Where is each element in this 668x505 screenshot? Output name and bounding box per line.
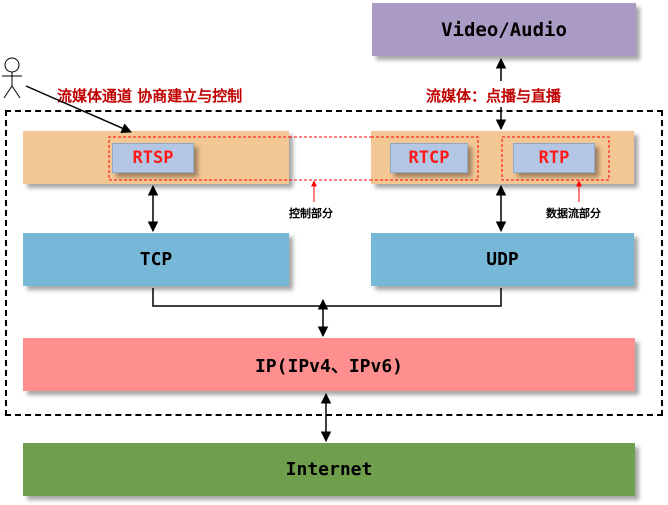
rtsp-box: RTSP: [112, 143, 194, 173]
tcp-label: TCP: [139, 249, 173, 270]
arrow-user-to-rtsp: [25, 85, 132, 134]
rtp-box: RTP: [513, 143, 595, 173]
internet-label: Internet: [285, 459, 373, 480]
ip-box: IP(IPv4、IPv6): [23, 338, 635, 391]
rtcp-label: RTCP: [408, 148, 450, 168]
data-group-outline: [501, 136, 610, 181]
udp-box: UDP: [371, 233, 634, 286]
label-streaming-channel: 流媒体通道 协商建立与控制: [57, 87, 243, 105]
protocol-stack-frame: [5, 110, 663, 416]
ip-label: IP(IPv4、IPv6): [254, 355, 404, 377]
udp-label: UDP: [486, 249, 519, 270]
transport-merge-line: [152, 288, 502, 307]
internet-box: Internet: [23, 443, 635, 496]
user-figure-icon: [2, 57, 22, 99]
rtsp-label: RTSP: [132, 148, 174, 168]
label-streaming-media: 流媒体：点播与直播: [426, 87, 562, 105]
note-control-part: 控制部分: [289, 207, 333, 220]
video-audio-label: Video/Audio: [441, 18, 567, 41]
control-group-outline: [108, 136, 479, 181]
rtcp-box: RTCP: [390, 143, 468, 173]
note-data-part: 数据流部分: [546, 207, 601, 220]
rtp-label: RTP: [538, 148, 570, 168]
video-audio-box: Video/Audio: [372, 3, 636, 56]
tcp-box: TCP: [23, 233, 289, 286]
